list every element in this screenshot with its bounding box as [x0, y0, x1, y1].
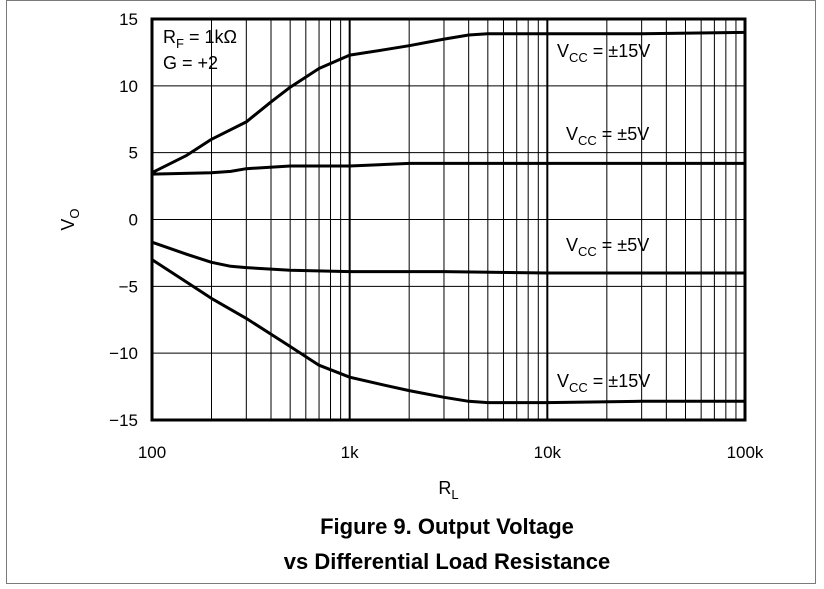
- series-line: [151, 258, 745, 405]
- y-tick-label: −10: [109, 344, 138, 363]
- axis-titles: RL VO: [58, 208, 459, 502]
- y-tick-labels: 15 10 5 0 −5 −10 −15: [109, 10, 138, 430]
- grid: [152, 19, 745, 420]
- figure-frame: [6, 0, 816, 584]
- x-tick-label: 1k: [341, 443, 359, 462]
- y-tick-label: 0: [129, 211, 138, 230]
- series-label: VCC = ±15V: [557, 41, 650, 65]
- condition-note: RF = 1kΩ: [163, 27, 237, 51]
- y-tick-label: 15: [119, 10, 138, 29]
- figure-caption-line-1: Figure 9. Output Voltage: [320, 514, 574, 539]
- series-label: VCC = ±5V: [566, 124, 649, 148]
- series-line: [151, 240, 745, 275]
- y-tick-label: −5: [119, 277, 138, 296]
- condition-note: G = +2: [163, 53, 218, 73]
- x-tick-label: 10k: [534, 443, 562, 462]
- series-lines: [151, 30, 746, 405]
- series-line: [151, 161, 745, 176]
- series-label: VCC = ±5V: [566, 235, 649, 259]
- x-axis-title: RL: [438, 478, 458, 502]
- annotations: VCC = ±15V VCC = ±5V VCC = ±5V VCC = ±15V RF…: [163, 27, 650, 395]
- x-tick-label: 100: [138, 443, 166, 462]
- y-axis-title: VO: [58, 208, 82, 230]
- x-tick-labels: 100 1k 10k 100k: [138, 443, 764, 462]
- y-tick-label: 10: [119, 77, 138, 96]
- y-tick-label: 5: [129, 144, 138, 163]
- figure-caption-line-2: vs Differential Load Resistance: [283, 549, 611, 574]
- plot-area: [150, 17, 747, 422]
- x-tick-label: 100k: [727, 443, 764, 462]
- y-tick-label: −15: [109, 411, 138, 430]
- series-line: [151, 30, 746, 175]
- series-label: VCC = ±15V: [557, 371, 650, 395]
